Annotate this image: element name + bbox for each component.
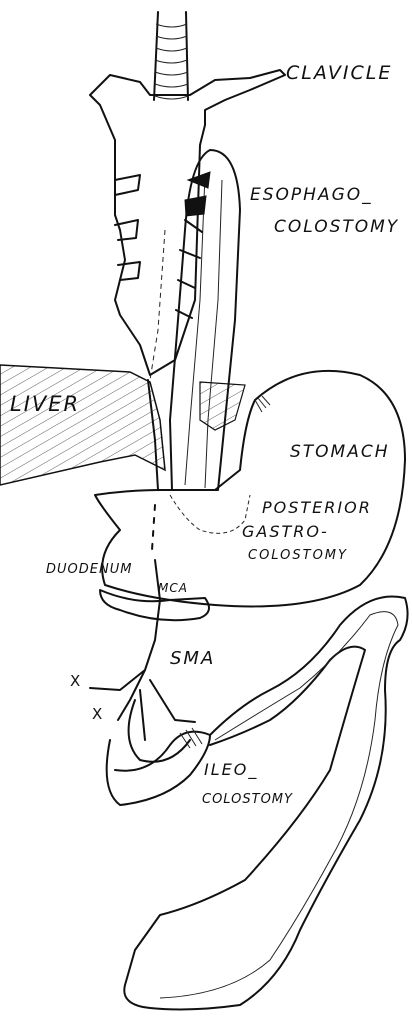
label-x-upper: X xyxy=(70,672,82,690)
colon-graft xyxy=(150,150,240,490)
label-x-lower: X xyxy=(92,705,104,723)
label-ileo: ILEO_ xyxy=(204,760,258,779)
cecum xyxy=(107,728,210,805)
label-mca: MCA xyxy=(158,581,188,595)
liver xyxy=(0,365,245,485)
duodenum xyxy=(100,590,209,620)
label-duodenum: DUODENUM xyxy=(46,562,132,577)
label-posterior-colostomy: COLOSTOMY xyxy=(248,548,348,563)
label-stomach: STOMACH xyxy=(290,442,390,462)
label-esophago-colostomy-line2: COLOSTOMY xyxy=(274,217,399,237)
label-posterior: POSTERIOR xyxy=(262,498,372,517)
label-clavicle: CLAVICLE xyxy=(286,62,392,84)
label-esophago-colostomy-line1: ESOPHAGO_ xyxy=(250,185,373,205)
label-gastro: GASTRO- xyxy=(242,522,329,541)
label-liver: LIVER xyxy=(10,392,80,416)
trachea xyxy=(154,12,188,100)
label-ileo-colostomy: COLOSTOMY xyxy=(202,792,293,807)
label-sma: SMA xyxy=(170,648,215,669)
